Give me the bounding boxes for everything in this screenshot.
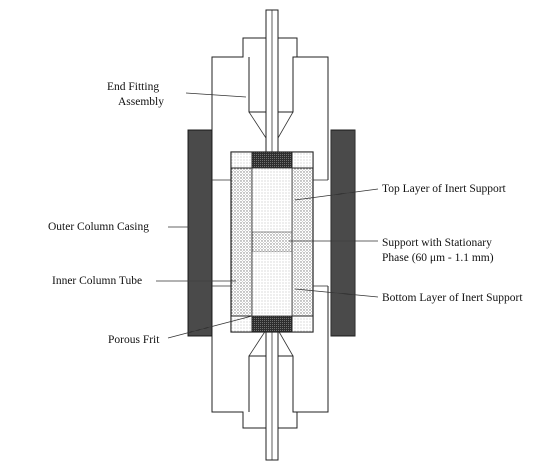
leader-top-layer bbox=[294, 188, 379, 201]
stationary-phase-layer bbox=[251, 231, 293, 253]
leader-bottom-layer bbox=[294, 288, 379, 298]
top-frit-center bbox=[251, 151, 293, 169]
end-fitting-bottom bbox=[211, 286, 329, 429]
label-top-layer: Top Layer of Inert Support bbox=[382, 183, 506, 195]
top-frit-right bbox=[291, 151, 314, 169]
bottom-frit-center bbox=[251, 315, 293, 333]
bottom-inert-layer bbox=[252, 252, 292, 316]
label-support-line2: Phase (60 μm - 1.1 mm) bbox=[382, 252, 494, 264]
label-support-line1: Support with Stationary bbox=[382, 237, 492, 249]
bottom-frit-right bbox=[291, 315, 314, 333]
label-end-fitting-line1: End Fitting bbox=[107, 81, 160, 93]
label-outer-casing: Outer Column Casing bbox=[48, 221, 149, 233]
label-bottom-layer: Bottom Layer of Inert Support bbox=[382, 292, 523, 304]
end-fitting-top bbox=[211, 37, 329, 180]
leader-porous-frit bbox=[167, 315, 253, 339]
outer-casing-left bbox=[187, 129, 213, 337]
outer-casing-right bbox=[330, 129, 356, 337]
top-inert-layer bbox=[252, 168, 292, 232]
top-frit-left bbox=[230, 151, 253, 169]
label-end-fitting-line2: Assembly bbox=[118, 96, 164, 108]
leader-end-fitting bbox=[185, 92, 247, 98]
label-porous-frit: Porous Frit bbox=[108, 334, 160, 346]
label-inner-tube: Inner Column Tube bbox=[52, 275, 143, 287]
